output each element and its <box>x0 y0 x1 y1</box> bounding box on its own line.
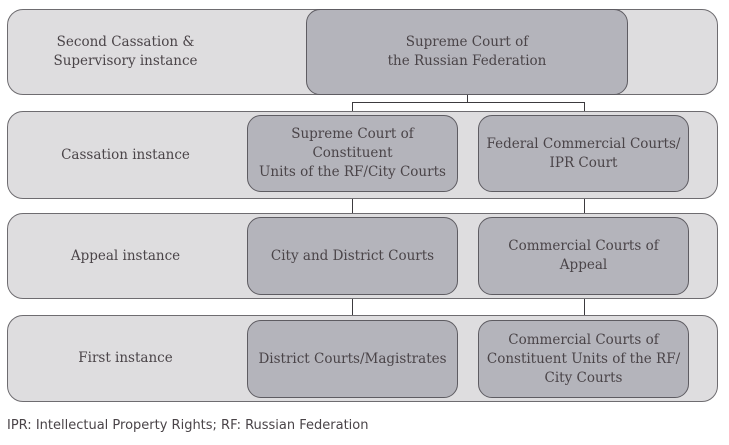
connector-line <box>584 299 585 315</box>
court-label-line: Supreme Court of Constituent <box>291 126 414 161</box>
court-label-line: Commercial Courts of Appeal <box>508 238 659 273</box>
connector-line <box>584 199 585 213</box>
footnote: IPR: Intellectual Property Rights; RF: R… <box>7 418 369 433</box>
row-label-cassation: Cassation instance <box>8 112 243 198</box>
connector-line <box>467 95 468 102</box>
connector-line <box>352 102 585 103</box>
connector-line <box>584 102 585 112</box>
court-label-line: City and District Courts <box>270 247 435 264</box>
court-label-line: Commercial Courts of <box>508 331 659 348</box>
row-label-first-instance: First instance <box>8 316 243 401</box>
row-label-line: First instance <box>78 350 173 366</box>
row-label-appeal: Appeal instance <box>8 214 243 298</box>
court-city-and-district: City and District Courts <box>247 217 458 295</box>
court-label-line: IPR Court <box>549 154 618 171</box>
court-label-line: the Russian Federation <box>387 53 547 69</box>
court-label-line: Units of the RF/City Courts <box>259 164 446 180</box>
court-label-line: City Courts <box>544 369 623 386</box>
court-supreme-court-rf: Supreme Court of the Russian Federation <box>306 9 628 95</box>
row-label-line: Appeal instance <box>70 247 181 264</box>
court-label-line: District Courts/Magistrates <box>258 350 447 367</box>
row-label-line: Supervisory instance <box>53 53 198 69</box>
row-label-line: Second Cassation & <box>56 34 195 50</box>
court-supreme-constituent-units: Supreme Court of Constituent Units of th… <box>247 115 458 192</box>
row-label-second-cassation: Second Cassation & Supervisory instance <box>8 10 243 94</box>
court-commercial-appeal: Commercial Courts of Appeal <box>478 217 689 295</box>
court-federal-commercial-ipr: Federal Commercial Courts/ IPR Court <box>478 115 689 192</box>
court-commercial-constituent-units: Commercial Courts of Constituent Units o… <box>478 320 689 398</box>
court-label-line: Federal Commercial Courts/ <box>486 135 681 152</box>
connector-line <box>352 199 353 213</box>
court-district-magistrates: District Courts/Magistrates <box>247 320 458 398</box>
court-label-line: Constituent Units of the RF/ <box>486 350 681 367</box>
row-label-line: Cassation instance <box>61 146 190 163</box>
connector-line <box>352 102 353 112</box>
court-label-line: Supreme Court of <box>405 34 529 50</box>
connector-line <box>352 299 353 315</box>
